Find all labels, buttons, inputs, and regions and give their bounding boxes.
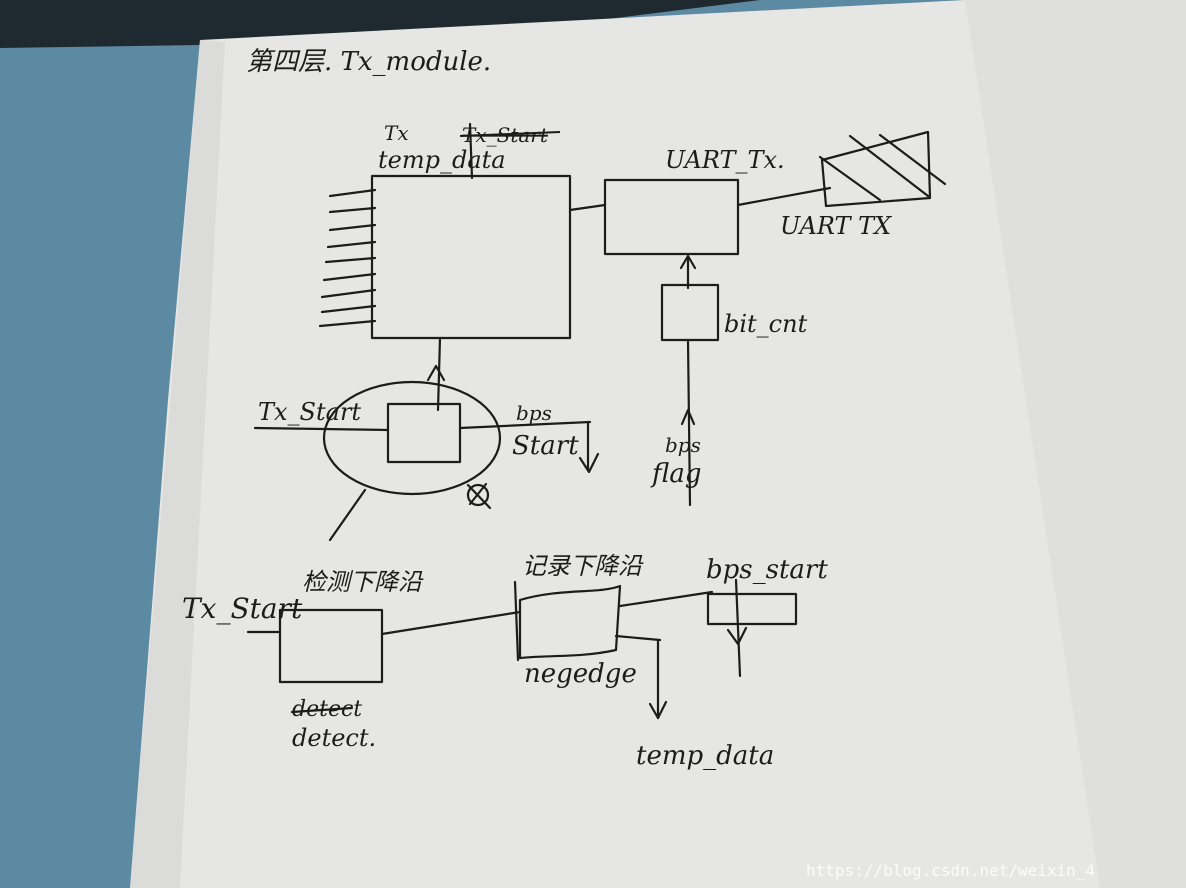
crossed-circle-mark (466, 482, 492, 510)
detect-heading: 检测下降沿 (302, 568, 424, 596)
ellipse-pointer-line (328, 488, 367, 542)
header-label: 第四层. Tx_module. (246, 47, 491, 77)
detect-label: detect. (292, 724, 376, 752)
record-block (518, 584, 622, 660)
paper-shadow-right (965, 0, 1186, 888)
uart-input-arrowhead (679, 254, 697, 270)
bit-counter-label: bit_cnt (724, 310, 808, 338)
top-block-down-wire (436, 336, 442, 412)
uart-output-wire (736, 186, 832, 207)
record-input-tick (513, 580, 520, 662)
paper-fold-left (130, 40, 225, 888)
top-to-uart-wire (568, 203, 607, 212)
dark-desk-edge (0, 0, 760, 48)
bottom-input-label: Tx_Start (182, 592, 303, 625)
detect-struck-line (290, 706, 354, 714)
top-label-tx: Tx (384, 121, 409, 145)
bps-start-output-wire (458, 420, 592, 430)
record-heading: 记录下降沿 (522, 552, 644, 580)
ink-sketch (246, 122, 947, 720)
record-output-label: temp_data (636, 741, 774, 771)
bps-flag-label-2: flag (650, 459, 702, 489)
detect-block (278, 608, 384, 684)
bps-start-arrowhead (578, 452, 600, 474)
bps-start-label: bps_start (706, 555, 828, 585)
bps-flag-label-1: bps (665, 433, 701, 457)
bps-start-block (706, 592, 798, 626)
bps-start-block-arrowhead (726, 626, 748, 646)
record-output-arrowhead (648, 700, 668, 720)
record-output-wire (614, 634, 662, 642)
bps-output-label-2: Start (512, 431, 579, 461)
top-block-down-arrowhead (426, 364, 446, 382)
uart-hatched-pad (818, 130, 947, 208)
top-block-input-lines (318, 188, 377, 328)
bit-counter-block (660, 283, 720, 342)
handwritten-labels: 第四层. Tx_module. Tx temp_data Tx_Start UA… (182, 47, 892, 771)
bps-start-block-line (734, 578, 742, 678)
record-label: negedge (524, 659, 637, 689)
uart-output-label: UART TX (780, 212, 892, 240)
top-label-temp-data: temp_data (378, 146, 506, 174)
record-to-bps-wire (618, 590, 714, 608)
detect-label-struck: detect (292, 697, 362, 722)
tx-start-input-wire (253, 426, 390, 432)
tx-start-tick (468, 122, 474, 180)
bps-input-label: Tx_Start (258, 398, 361, 426)
uart-block (603, 178, 740, 256)
detect-to-record-wire (380, 610, 522, 636)
bps-output-label-1: bps (516, 401, 552, 425)
bps-block (386, 402, 462, 464)
uart-label: UART_Tx. (665, 146, 785, 174)
paper-sheet (130, 0, 1186, 888)
bps-highlight-ellipse (322, 380, 502, 496)
bps-flag-line (686, 338, 692, 507)
tx-start-strike (459, 131, 561, 137)
bps-flag-arrowhead (680, 408, 696, 426)
watermark-text: https://blog.csdn.net/weixin_4 (806, 861, 1095, 880)
